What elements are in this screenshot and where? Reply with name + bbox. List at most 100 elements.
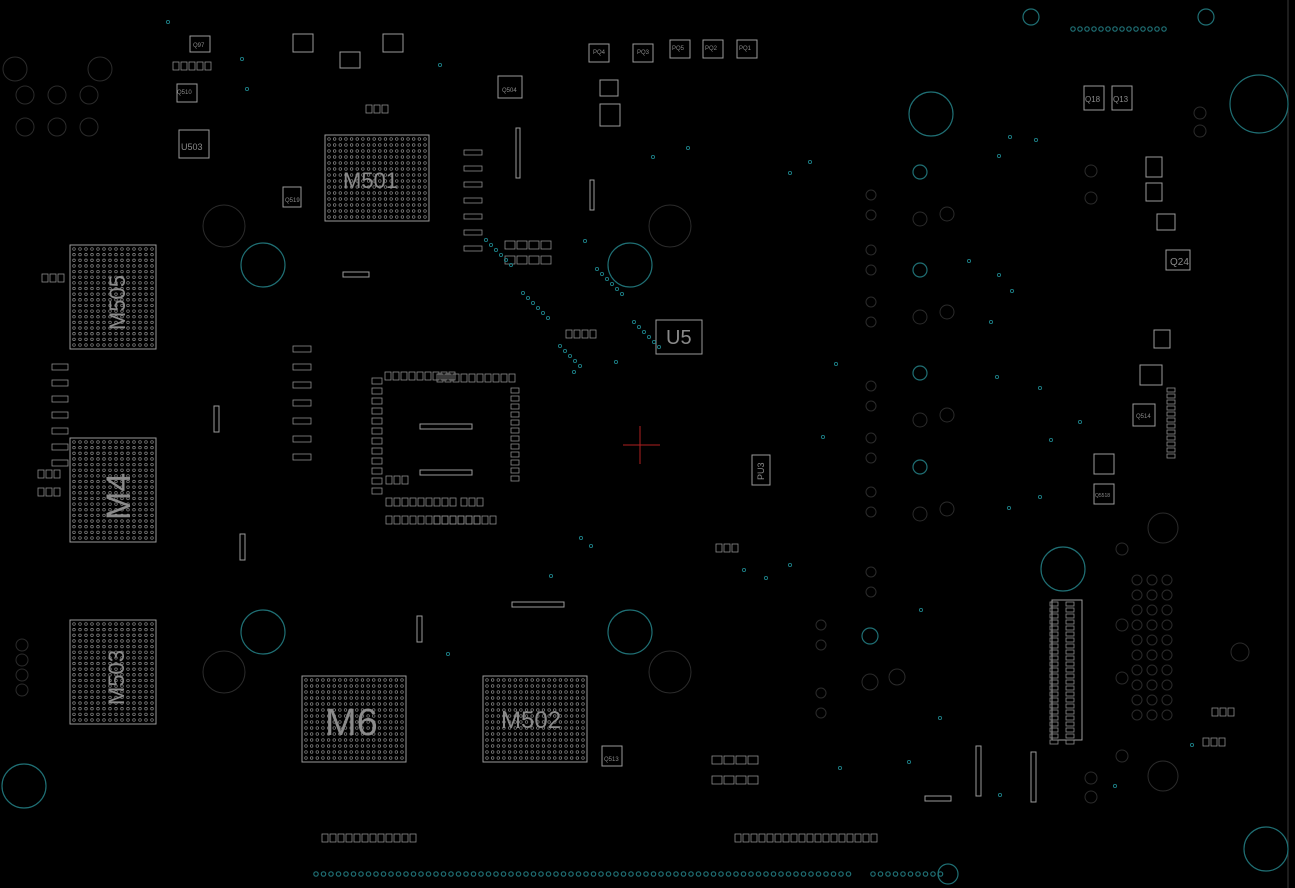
ball	[126, 457, 130, 461]
ball	[507, 690, 512, 694]
pad	[465, 515, 473, 525]
ball	[144, 491, 148, 495]
ball	[96, 445, 100, 450]
ball	[90, 712, 94, 717]
ball	[108, 525, 112, 529]
ball	[84, 479, 88, 484]
ball	[114, 275, 118, 279]
ball	[126, 332, 130, 336]
bga-m502	[482, 675, 588, 763]
label-u503[interactable]: U503	[181, 142, 203, 152]
ball	[553, 720, 557, 724]
label-pq3[interactable]: PQ3	[637, 50, 650, 56]
ball	[132, 332, 136, 336]
ball	[496, 678, 500, 682]
ball	[144, 684, 148, 688]
ball	[72, 633, 76, 637]
ball	[372, 173, 376, 177]
ball	[96, 309, 100, 313]
ball	[383, 173, 388, 177]
ball	[502, 714, 506, 718]
ball	[507, 750, 512, 754]
ic-outline	[1093, 453, 1115, 475]
ball	[327, 209, 331, 213]
label-q5518[interactable]: Q5518	[1095, 493, 1110, 499]
label-m503[interactable]: M503	[104, 650, 129, 705]
grid-hole	[1161, 694, 1173, 706]
label-q97[interactable]: Q97	[193, 43, 205, 49]
ball	[378, 179, 382, 183]
ball	[114, 315, 118, 319]
grid-hole	[1146, 679, 1158, 691]
ball	[90, 718, 94, 722]
ball	[138, 337, 142, 342]
ball	[383, 744, 387, 748]
via	[165, 19, 171, 25]
pad	[416, 371, 424, 381]
label-q519[interactable]: Q519	[285, 198, 300, 204]
label-q18[interactable]: Q18	[1085, 95, 1101, 104]
ball	[114, 491, 118, 495]
edge-pin	[900, 871, 906, 877]
grid-hole	[1131, 694, 1143, 706]
label-m4[interactable]: M4	[100, 473, 138, 520]
ball	[150, 343, 154, 347]
pad-hole	[939, 407, 955, 423]
ball	[338, 702, 342, 706]
ball	[383, 149, 388, 153]
ball	[519, 744, 523, 748]
label-q510[interactable]: Q510	[177, 90, 192, 96]
ball	[553, 744, 557, 748]
ball	[96, 451, 100, 455]
label-q504[interactable]: Q504	[502, 88, 517, 94]
label-pq5[interactable]: PQ5	[672, 46, 685, 52]
pin-hole	[15, 638, 29, 652]
grid-hole	[1161, 679, 1173, 691]
ball	[395, 203, 399, 207]
ball	[132, 298, 136, 302]
label-u5[interactable]: U5	[666, 327, 692, 349]
ball	[102, 639, 106, 643]
label-q513[interactable]: Q513	[604, 757, 619, 763]
ball	[132, 644, 136, 649]
label-pq4[interactable]: PQ4	[593, 50, 606, 56]
ball	[126, 264, 130, 268]
label-pu3[interactable]: PU3	[756, 462, 766, 480]
ball	[108, 462, 112, 467]
grid-hole	[1161, 574, 1173, 586]
pad	[468, 497, 476, 507]
ball	[72, 678, 76, 683]
ball	[132, 530, 136, 535]
ball	[513, 738, 517, 742]
ball	[423, 161, 427, 165]
ball	[108, 639, 112, 643]
ball	[361, 185, 365, 189]
grid-hole	[1146, 589, 1158, 601]
label-m501[interactable]: M501	[343, 168, 398, 193]
ball	[96, 644, 100, 649]
ball	[412, 167, 416, 171]
ball	[485, 726, 489, 730]
label-q24[interactable]: Q24	[1170, 257, 1189, 268]
ball	[102, 445, 106, 450]
label-m6[interactable]: M6	[325, 702, 378, 744]
label-m502[interactable]: M502	[501, 707, 561, 734]
label-pq2[interactable]: PQ2	[705, 46, 718, 52]
label-pq1[interactable]: PQ1	[739, 46, 752, 52]
label-m505[interactable]: M505	[105, 275, 130, 330]
ball	[102, 695, 106, 700]
ball	[519, 750, 523, 754]
mounting-hole	[607, 609, 653, 655]
pin-hole	[815, 707, 827, 719]
label-q13[interactable]: Q13	[1113, 95, 1129, 104]
ball	[120, 712, 124, 717]
edge-pin	[508, 871, 514, 877]
via	[646, 334, 652, 340]
ball	[417, 143, 422, 147]
ball	[72, 712, 76, 717]
ball	[96, 264, 100, 268]
ball	[524, 696, 529, 700]
label-q514[interactable]: Q514	[1136, 414, 1151, 420]
ball	[108, 269, 112, 274]
ball	[485, 756, 489, 760]
